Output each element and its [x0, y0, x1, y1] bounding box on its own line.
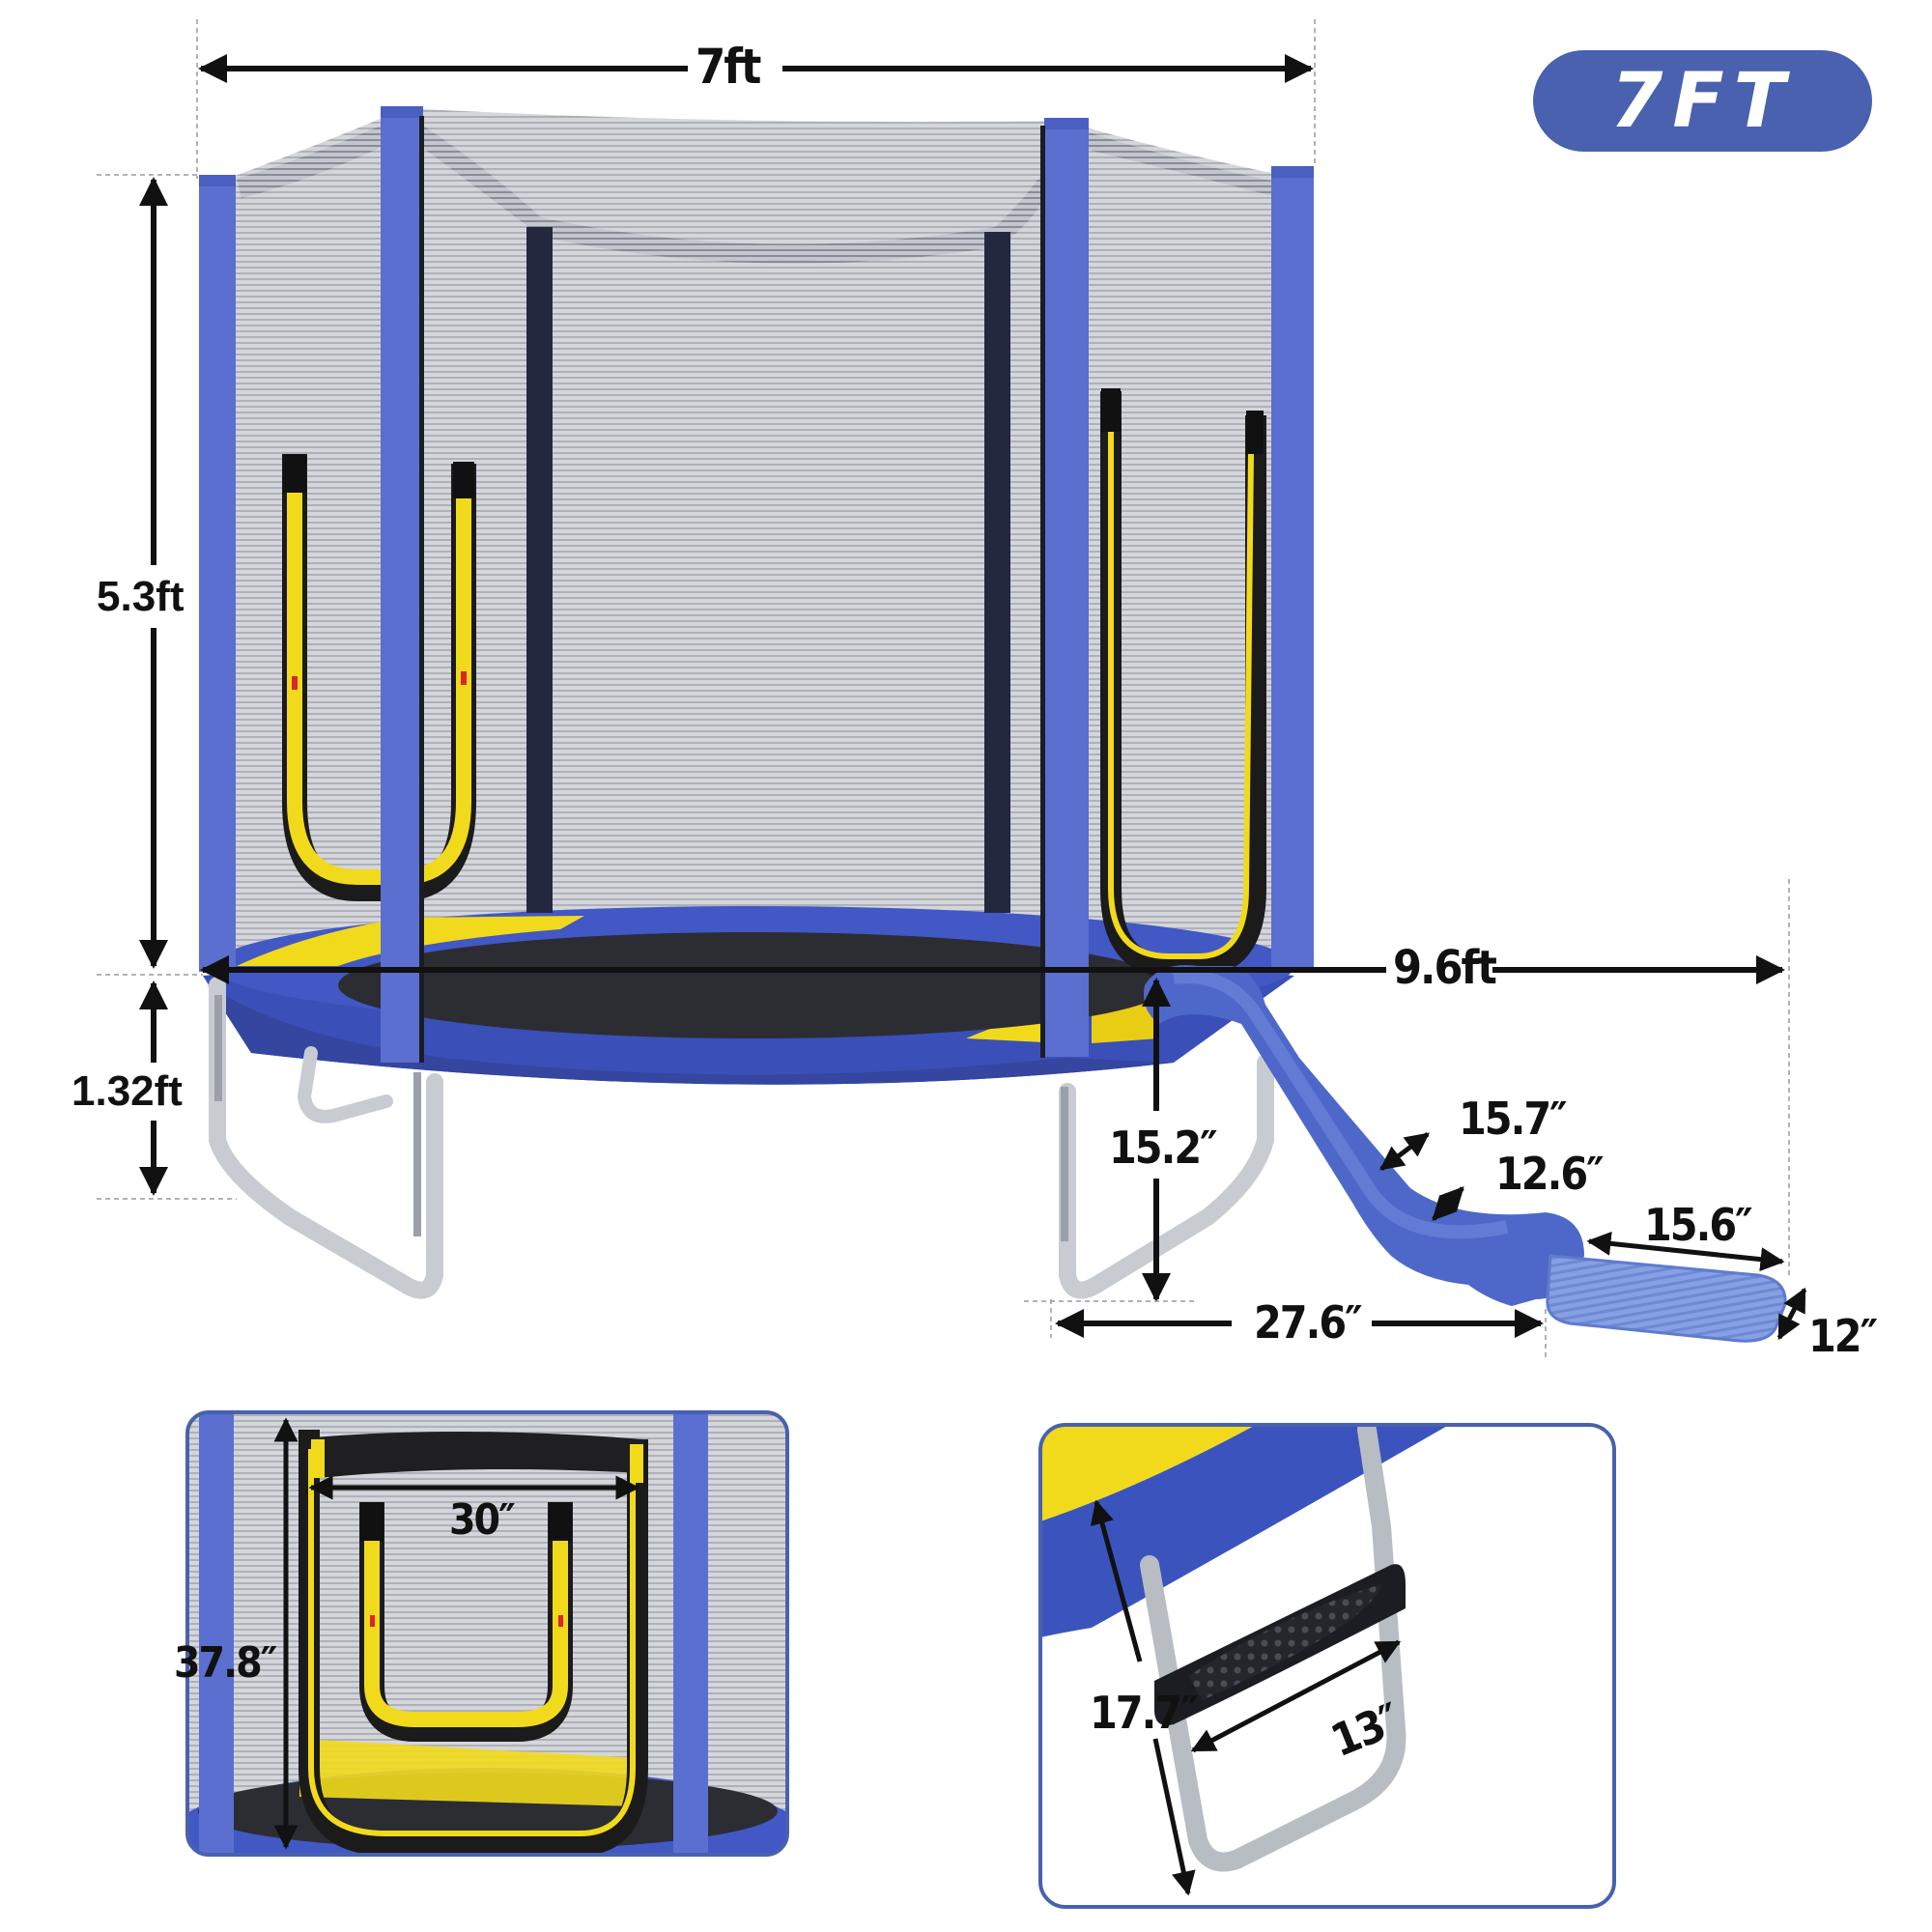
door-height-label: 37.8″	[174, 1638, 277, 1688]
slide-top-width-label: 15.7″	[1459, 1093, 1568, 1145]
total-length-label: 9.6ft	[1393, 941, 1497, 995]
dimension-lines	[139, 54, 1807, 1341]
enclosure-height-label: 5.3ft	[97, 573, 185, 620]
overall-width-label: 7ft	[696, 39, 761, 95]
pole-pad-outer-left	[199, 175, 236, 972]
pole-pad-inner-left	[381, 106, 423, 1063]
ladder-inset-border	[1038, 1423, 1616, 1909]
size-badge-text: 7FT	[1610, 57, 1795, 145]
slide	[1144, 965, 1787, 1343]
ladder-inset	[1040, 1425, 1614, 1907]
trampoline-main	[199, 106, 1314, 1299]
slide-height-label: 15.2″	[1109, 1122, 1218, 1174]
door-width-label: 30″	[449, 1495, 516, 1545]
door-inset-border	[185, 1410, 789, 1857]
slide-base-length-label: 27.6″	[1254, 1296, 1363, 1349]
pole-pad-inner-right	[1044, 118, 1089, 1057]
mat-width-label: 12″	[1808, 1310, 1878, 1362]
door-inset	[187, 1412, 787, 1855]
ladder-height-label: 17.7″	[1090, 1687, 1199, 1739]
pole-pad-outer-right	[1271, 166, 1314, 968]
extension-lines	[97, 19, 1790, 1357]
mat-length-label: 15.6″	[1644, 1199, 1753, 1251]
frame-height-label: 1.32ft	[71, 1067, 183, 1115]
slide-channel-width-label: 12.6″	[1495, 1148, 1605, 1200]
size-badge: 7FT	[1533, 50, 1872, 152]
